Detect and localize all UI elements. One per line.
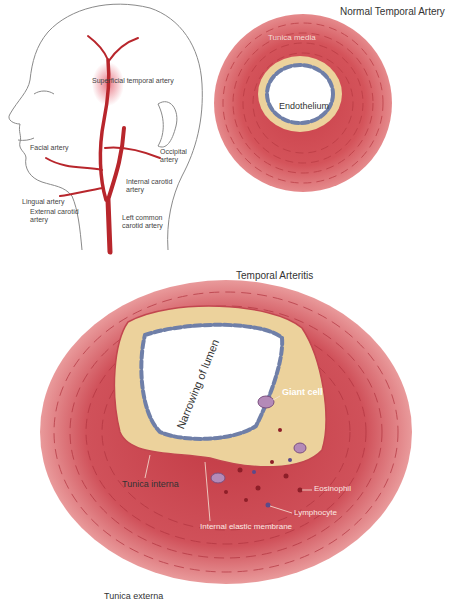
figure-title: Temporal Arteritis <box>236 270 313 281</box>
leader-lines <box>145 396 312 521</box>
artery-label: External carotid artery <box>30 208 94 223</box>
layer-label: Endothelium <box>279 102 329 112</box>
figure-title: Normal Temporal Artery <box>340 6 445 17</box>
cell-label: Eosinophil <box>314 485 351 494</box>
artery-label: Occipital artery <box>160 148 204 163</box>
layer-label: Tunica media <box>268 34 316 43</box>
artery-label: Left common carotid artery <box>122 214 182 229</box>
head-outline <box>9 4 202 250</box>
artery-label: Superficial temporal artery <box>92 77 174 85</box>
artery-label: Internal carotid artery <box>126 178 182 193</box>
layer-label: Tunica interna <box>122 480 179 490</box>
cell-label: Lymphocyte <box>294 509 337 518</box>
normal-artery <box>214 14 392 192</box>
arteritis-artery <box>40 280 412 584</box>
layer-label: Internal elastic membrane <box>200 523 292 532</box>
artery-label: Lingual artery <box>22 198 64 206</box>
artery-label: Facial artery <box>30 144 69 152</box>
layer-label: Tunica externa <box>104 592 163 602</box>
cell-label: Giant cell <box>282 388 323 398</box>
